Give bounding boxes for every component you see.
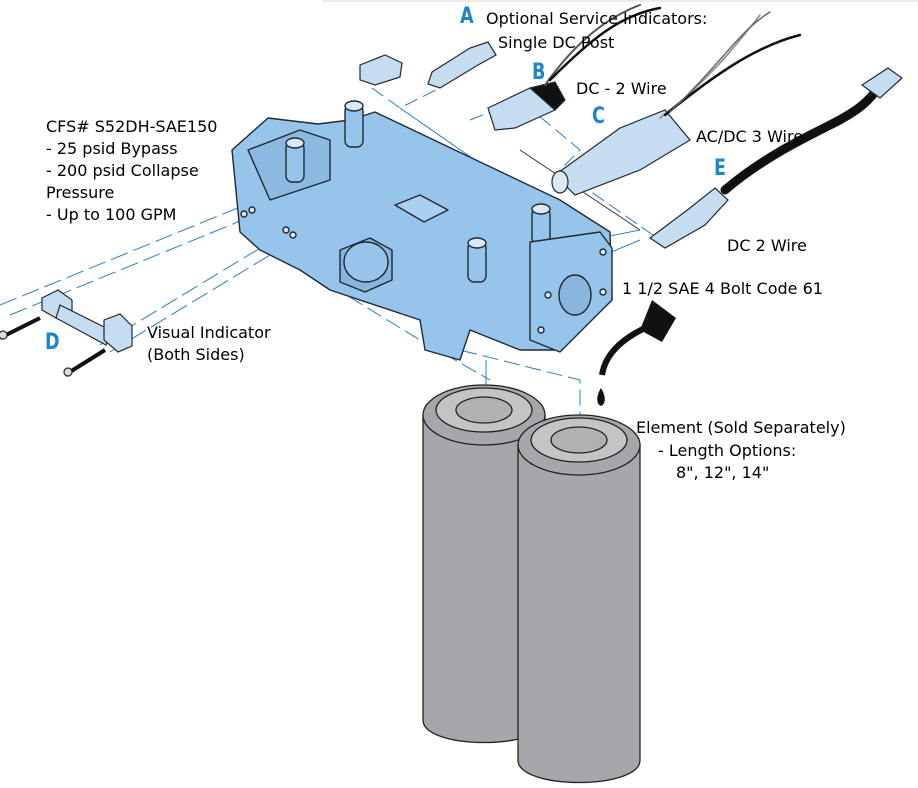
bypass-spec: - 25 psid Bypass: [46, 139, 178, 158]
callout-c: C: [592, 104, 605, 129]
callout-a: A: [460, 4, 474, 29]
top-border: [322, 0, 918, 2]
connector-plug: [860, 67, 903, 99]
optional-service-indicators-title: Optional Service Indicators:: [486, 9, 708, 28]
collapse-spec-cont: Pressure: [46, 183, 115, 202]
sensor-wires: [544, 4, 885, 195]
oil-drop-icon: [597, 300, 676, 406]
filter-element-front: [517, 414, 641, 784]
flow-spec: - Up to 100 GPM: [46, 205, 177, 224]
sensor-dc-2-wire-e: [648, 187, 729, 249]
single-dc-post-label: Single DC Post: [498, 33, 615, 52]
length-options-label: - Length Options:: [658, 441, 797, 460]
dc-2-wire-b-label: DC - 2 Wire: [576, 79, 667, 98]
sensor-single-dc-post: [359, 41, 566, 131]
element-title: Element (Sold Separately): [636, 418, 846, 437]
both-sides-label: (Both Sides): [147, 345, 245, 364]
part-number: CFS# S52DH-SAE150: [46, 117, 218, 136]
length-values: 8", 12", 14": [676, 463, 770, 482]
acdc-3-wire-label: AC/DC 3 Wire: [696, 127, 804, 146]
callout-d: D: [45, 330, 60, 355]
filter-housing: [231, 100, 613, 361]
visual-indicator-label: Visual Indicator: [147, 323, 271, 342]
dc-2-wire-e-label: DC 2 Wire: [727, 236, 807, 255]
callout-b: B: [532, 60, 546, 85]
collapse-spec: - 200 psid Collapse: [46, 161, 199, 180]
callout-e: E: [714, 156, 727, 181]
sae-flange-label: 1 1/2 SAE 4 Bolt Code 61: [622, 279, 823, 298]
sensor-acdc-3-wire: [551, 109, 691, 196]
visual-indicator-d: [0, 289, 133, 377]
filter-element-rear: [422, 384, 546, 744]
